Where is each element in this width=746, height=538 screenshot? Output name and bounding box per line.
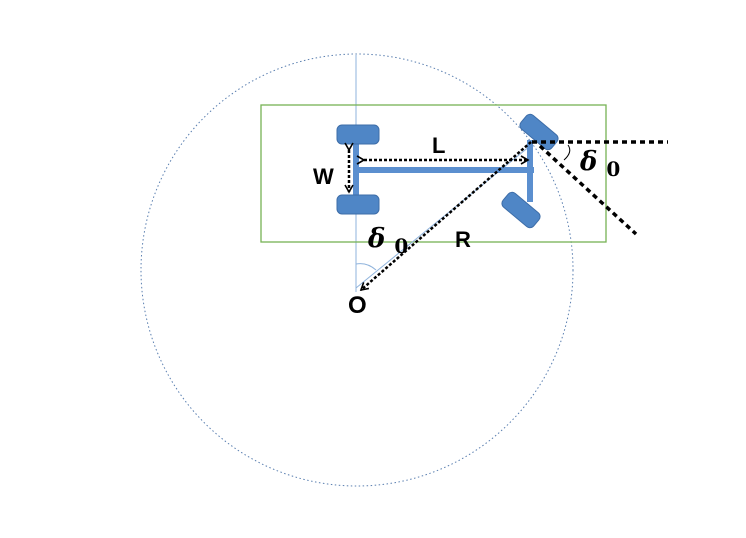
center-angle-symbol: δ bbox=[367, 224, 385, 254]
label-track-width: W bbox=[313, 164, 334, 189]
label-radius: R bbox=[455, 227, 471, 252]
vehicle-chassis bbox=[353, 133, 534, 206]
rear-left-wheel bbox=[336, 124, 380, 145]
rear-right-wheel bbox=[336, 194, 380, 215]
label-wheelbase: L bbox=[432, 133, 445, 158]
center-angle-subscript: 0 bbox=[394, 234, 408, 258]
front-right-wheel bbox=[501, 191, 541, 229]
front-left-wheel bbox=[519, 113, 559, 151]
radius-arrow bbox=[359, 141, 532, 292]
turning-circle bbox=[140, 53, 574, 487]
steer-angle-arc bbox=[563, 144, 571, 161]
center-angle-arc bbox=[355, 263, 377, 271]
steered-wheel-direction-line bbox=[538, 144, 638, 236]
steer-angle-subscript: 0 bbox=[606, 157, 620, 181]
vehicle-frame bbox=[260, 104, 607, 243]
label-center-angle: δ 0 bbox=[367, 224, 408, 258]
steer-angle-symbol: δ bbox=[579, 147, 597, 177]
label-center-o: O bbox=[348, 292, 367, 319]
label-steer-angle: δ 0 bbox=[579, 147, 620, 181]
